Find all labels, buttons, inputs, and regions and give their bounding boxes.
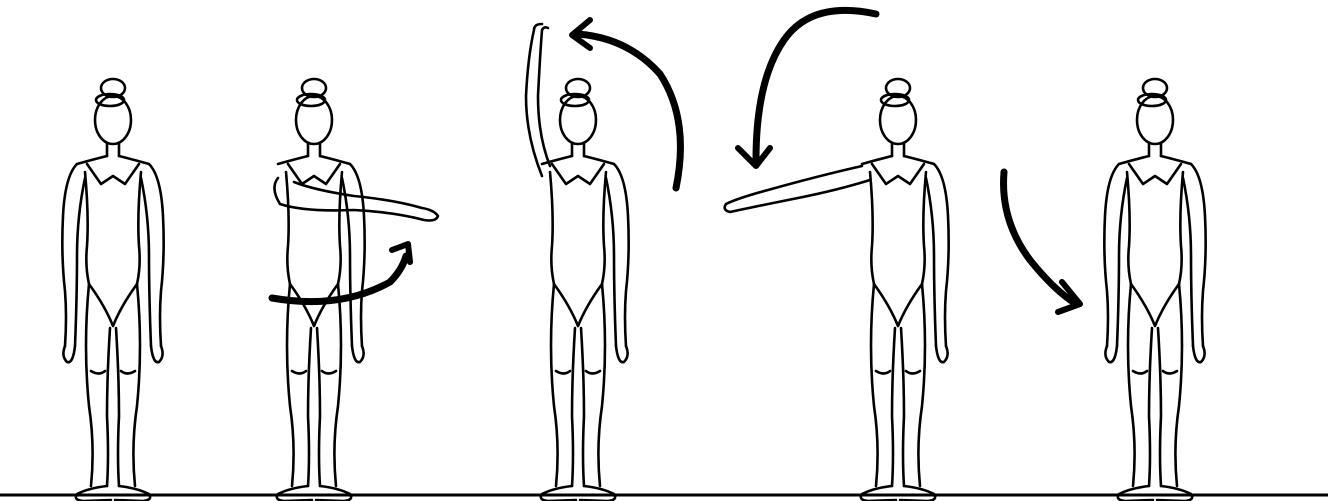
arrow-lower-down: [1004, 172, 1080, 312]
dancer-figure-5: [1104, 79, 1205, 501]
dancer-figure-3: [526, 24, 629, 501]
arrow-raise-overhead: [572, 20, 680, 188]
dancer-figure-2: [274, 79, 438, 501]
dancer-figure-1: [62, 79, 163, 501]
arrow-open-to-side: [738, 10, 876, 166]
